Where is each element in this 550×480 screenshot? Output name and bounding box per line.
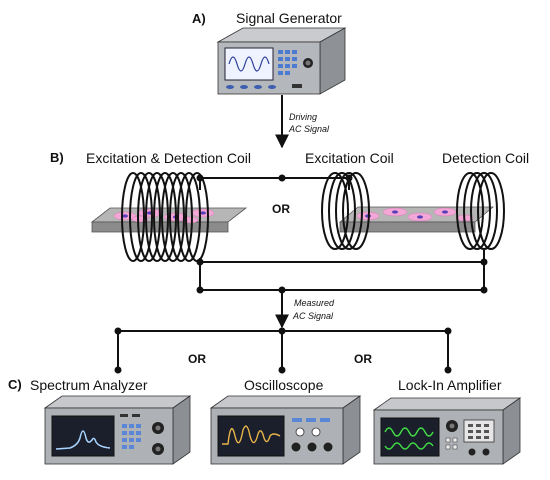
measured-signal-label-2: AC Signal (292, 311, 334, 321)
or-label-output-1: OR (188, 352, 206, 366)
wire-junctions-bottom (196, 258, 488, 294)
spectrum-analyzer-label: Spectrum Analyzer (30, 377, 148, 393)
sample-stage-left (90, 207, 248, 233)
excitation-detection-coil (121, 172, 209, 268)
or-label-output-2: OR (354, 352, 372, 366)
lock-in-amplifier-device (372, 397, 522, 465)
oscilloscope-device (209, 395, 362, 465)
coil-label-detection: Detection Coil (442, 150, 529, 166)
measured-signal-label-1: Measured (294, 298, 335, 308)
driving-signal-label-1: Driving (289, 112, 317, 122)
output-distribution-wire (117, 330, 449, 370)
or-label-coils: OR (272, 202, 290, 216)
coil-label-excitation-detection: Excitation & Detection Coil (86, 150, 251, 166)
driving-signal-label-2: AC Signal (288, 124, 330, 134)
section-c-letter: C) (8, 377, 22, 392)
signal-generator-label: Signal Generator (236, 10, 342, 26)
section-a-letter: A) (192, 11, 206, 26)
wire-junctions-output (114, 327, 452, 374)
signal-generator-device (216, 27, 347, 95)
excitation-coil (321, 172, 370, 250)
coil-label-excitation: Excitation Coil (305, 150, 394, 166)
oscilloscope-label: Oscilloscope (244, 377, 324, 393)
spectrum-analyzer-device (43, 395, 192, 465)
section-b-letter: B) (50, 150, 64, 165)
measured-collection-wire (199, 261, 485, 291)
lock-in-amplifier-label: Lock-In Amplifier (398, 377, 502, 393)
